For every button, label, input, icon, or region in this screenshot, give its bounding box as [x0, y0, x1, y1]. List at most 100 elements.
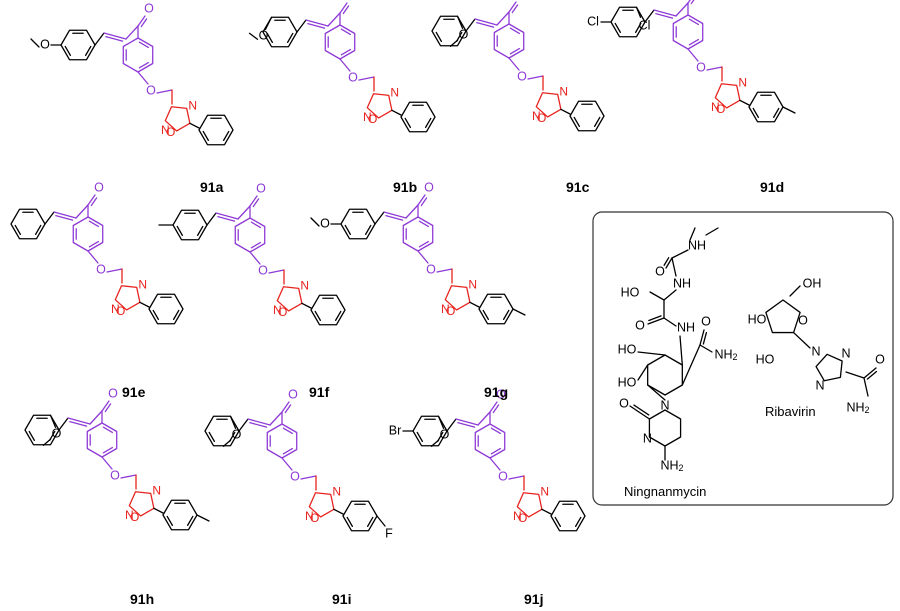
methylene-bond [358, 76, 375, 81]
ring-double-bond [88, 240, 100, 248]
ring-double-bond [250, 221, 262, 229]
aryl-ring [60, 29, 96, 61]
ningnanmycin-name: Ningnanmycin [624, 484, 706, 499]
ether-oxygen: O [498, 469, 508, 483]
alkene-double-bond [249, 421, 268, 428]
ring-outline [86, 422, 118, 458]
aryl-ring [340, 208, 376, 240]
ring-double-bond [364, 224, 372, 236]
oxadiazole-nitrogen: N [161, 123, 170, 137]
bond-to-ether-oxygen [137, 71, 149, 85]
alkene-double-bond [67, 417, 91, 425]
ring-double-bond [28, 430, 36, 442]
ring-double-bond [688, 18, 700, 26]
vinyl-bond [238, 418, 249, 432]
hydroxyl-label: HO [618, 342, 637, 356]
ring-outline [10, 208, 46, 240]
oxadiazole-ring [444, 285, 471, 311]
carbonyl-double-bond [101, 400, 110, 412]
ether-oxygen: O [517, 69, 527, 83]
carbonyl-oxygen: O [515, 0, 525, 1]
ring-double-bond [593, 116, 601, 128]
alkene-double-bond [457, 421, 476, 428]
bond [637, 364, 649, 381]
phenylene-ring [324, 24, 356, 60]
terminal-aryl-ring [478, 293, 514, 325]
alkene-double-bond [305, 19, 329, 27]
vinyl-bond [374, 211, 385, 225]
alkene-double-bond [307, 22, 326, 29]
carbonyl-oxygen: O [655, 264, 665, 278]
ring-double-bond [172, 309, 180, 321]
carbonyl-double-bond [339, 2, 348, 14]
ring-double-bond [772, 107, 780, 119]
ring-double-bond [418, 240, 430, 248]
reference-compounds-box [592, 211, 894, 506]
double-bond [663, 257, 670, 266]
label-91h: 91h [130, 591, 154, 607]
phenylene-ring [86, 422, 118, 458]
alkene-double-bond [383, 211, 407, 219]
ring-double-bond [266, 32, 274, 44]
triazole-nitrogen: N [811, 344, 820, 358]
terminal-aryl-ring [148, 293, 184, 325]
ring-double-bond [634, 22, 642, 34]
carbonyl-oxygen: O [635, 318, 645, 332]
bond [845, 371, 865, 379]
vinyl-bond [446, 418, 457, 432]
ring-double-bond [752, 107, 760, 119]
oxadiazole-ring [114, 285, 141, 311]
ring-double-bond [250, 241, 262, 249]
terminal-aryl-ring [342, 500, 378, 532]
bond [689, 227, 696, 241]
oxadiazole-nitrogen: N [125, 508, 134, 522]
ring-double-bond [366, 516, 374, 528]
bond [789, 285, 801, 297]
bond-to-ether-oxygen [281, 457, 293, 471]
oxadiazole-ring [276, 286, 303, 312]
oxadiazole-nitrogen: N [188, 99, 197, 113]
bond-to-carbonyl [327, 12, 341, 27]
carbonyl-oxygen: O [346, 0, 356, 2]
oxadiazole-nitrogen: N [138, 278, 147, 292]
alkene-double-bond [476, 21, 495, 28]
triazole-ring [815, 353, 843, 382]
methoxy-oxygen: O [259, 29, 269, 43]
vinyl-bond [465, 18, 476, 32]
label-91g: 91g [484, 384, 508, 400]
ring-double-bond [102, 426, 114, 434]
ring-double-bond [344, 224, 352, 236]
ring-double-bond [688, 38, 700, 46]
ring-outline [72, 216, 104, 252]
methoxy-oxygen: O [459, 28, 469, 42]
oxadiazole-nitrogen: N [513, 509, 522, 523]
ring-double-bond [435, 31, 443, 43]
chlorine: Cl [639, 19, 651, 33]
hydroxyl-label: HO [621, 285, 640, 299]
vinyl-bond [44, 211, 55, 225]
carbonyl-oxygen: O [288, 387, 298, 401]
carbonyl-double-bond [140, 18, 148, 28]
ring-double-bond [334, 310, 342, 322]
oxadiazole-oxygen: O [716, 102, 725, 116]
phenylene-ring [493, 23, 525, 59]
carbonyl-double-bond [687, 0, 691, 4]
bond-to-carbonyl [675, 2, 689, 17]
ring-double-bond [573, 116, 581, 128]
phenylene-ring [672, 14, 704, 50]
terminal-aryl-ring [550, 500, 586, 532]
oxadiazole-oxygen: O [116, 304, 125, 318]
ring-double-bond [424, 117, 432, 129]
bond-to-ether-oxygen [508, 57, 520, 71]
terminal-aryl-ring [400, 101, 436, 133]
ring-double-bond [88, 220, 100, 228]
bond [663, 289, 677, 301]
carbonyl-double-bond [489, 401, 498, 413]
triazole-nitrogen: N [815, 378, 824, 392]
bond-to-methoxy [437, 415, 445, 429]
carbonyl-double-bond [417, 194, 426, 206]
ring-double-bond [152, 309, 160, 321]
ring-oxygen: O [798, 313, 808, 327]
